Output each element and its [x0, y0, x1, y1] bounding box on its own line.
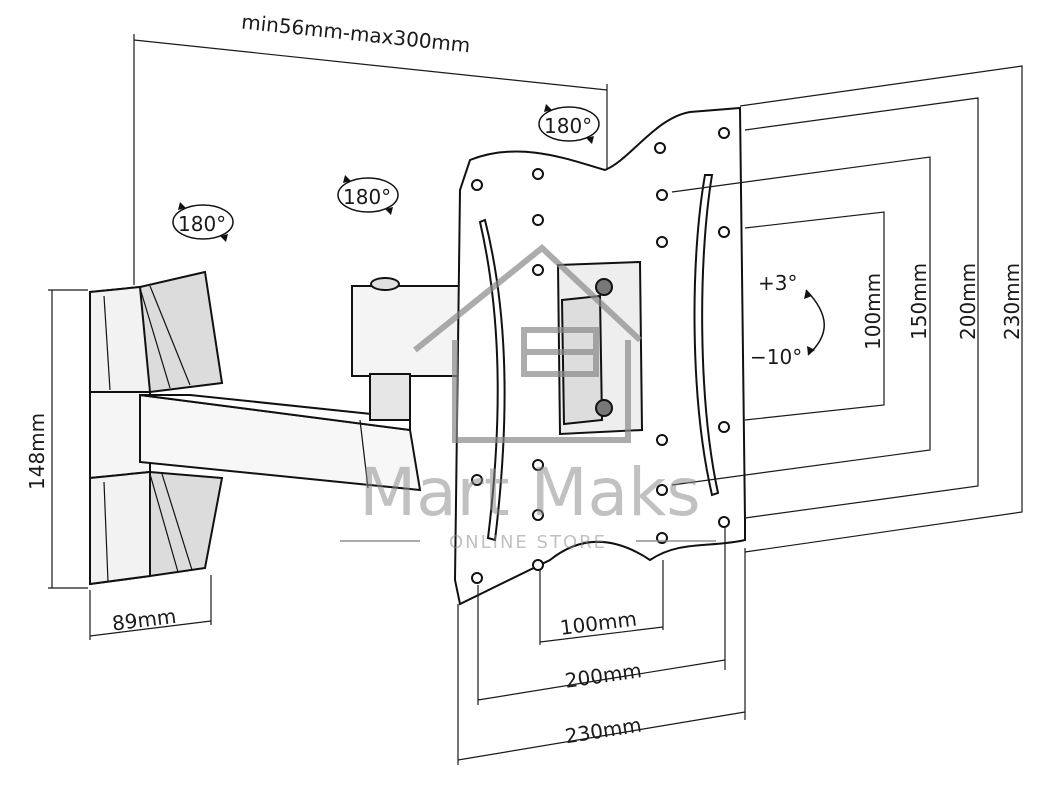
rotation-badge-middle: 180°	[337, 175, 399, 215]
wall-height-label: 148mm	[25, 413, 49, 490]
dimension-vesa-horizontal: 100mm 200mm 230mm	[457, 528, 746, 765]
vesa-v-230-label: 230mm	[1000, 263, 1024, 340]
tilt-up-label: +3°	[758, 271, 797, 295]
head-joint	[351, 277, 463, 421]
arm-extension-label: min56mm-max300mm	[240, 10, 471, 58]
vesa-h-200-label: 200mm	[563, 658, 643, 693]
rotation-wall-label: 180°	[178, 212, 226, 236]
house-logo	[413, 244, 643, 443]
rotation-middle-label: 180°	[343, 185, 391, 209]
watermark-brand: Mart Maks	[359, 454, 700, 531]
vesa-plate	[453, 106, 746, 606]
tilt-indicator: +3° −10°	[750, 271, 825, 369]
dimension-vesa-vertical: 100mm 150mm 200mm 230mm	[671, 65, 1024, 553]
dimension-wall-width: 89mm	[89, 575, 212, 640]
vesa-v-200-label: 200mm	[956, 263, 980, 340]
vesa-h-100-label: 100mm	[559, 607, 638, 640]
rotation-head-label: 180°	[544, 114, 592, 138]
watermark: Mart Maks ONLINE STORE	[340, 244, 716, 553]
wall-width-label: 89mm	[111, 604, 178, 636]
dimension-wall-height: 148mm	[25, 289, 88, 589]
watermark-subtitle: ONLINE STORE	[449, 532, 607, 553]
wall-plate	[89, 270, 224, 586]
rotation-badge-head: 180°	[538, 104, 600, 144]
tilt-down-label: −10°	[750, 345, 802, 369]
vesa-v-150-label: 150mm	[907, 263, 931, 340]
vesa-v-100-label: 100mm	[861, 273, 885, 350]
vesa-h-230-label: 230mm	[563, 713, 643, 749]
rotation-badge-wall: 180°	[172, 202, 234, 242]
